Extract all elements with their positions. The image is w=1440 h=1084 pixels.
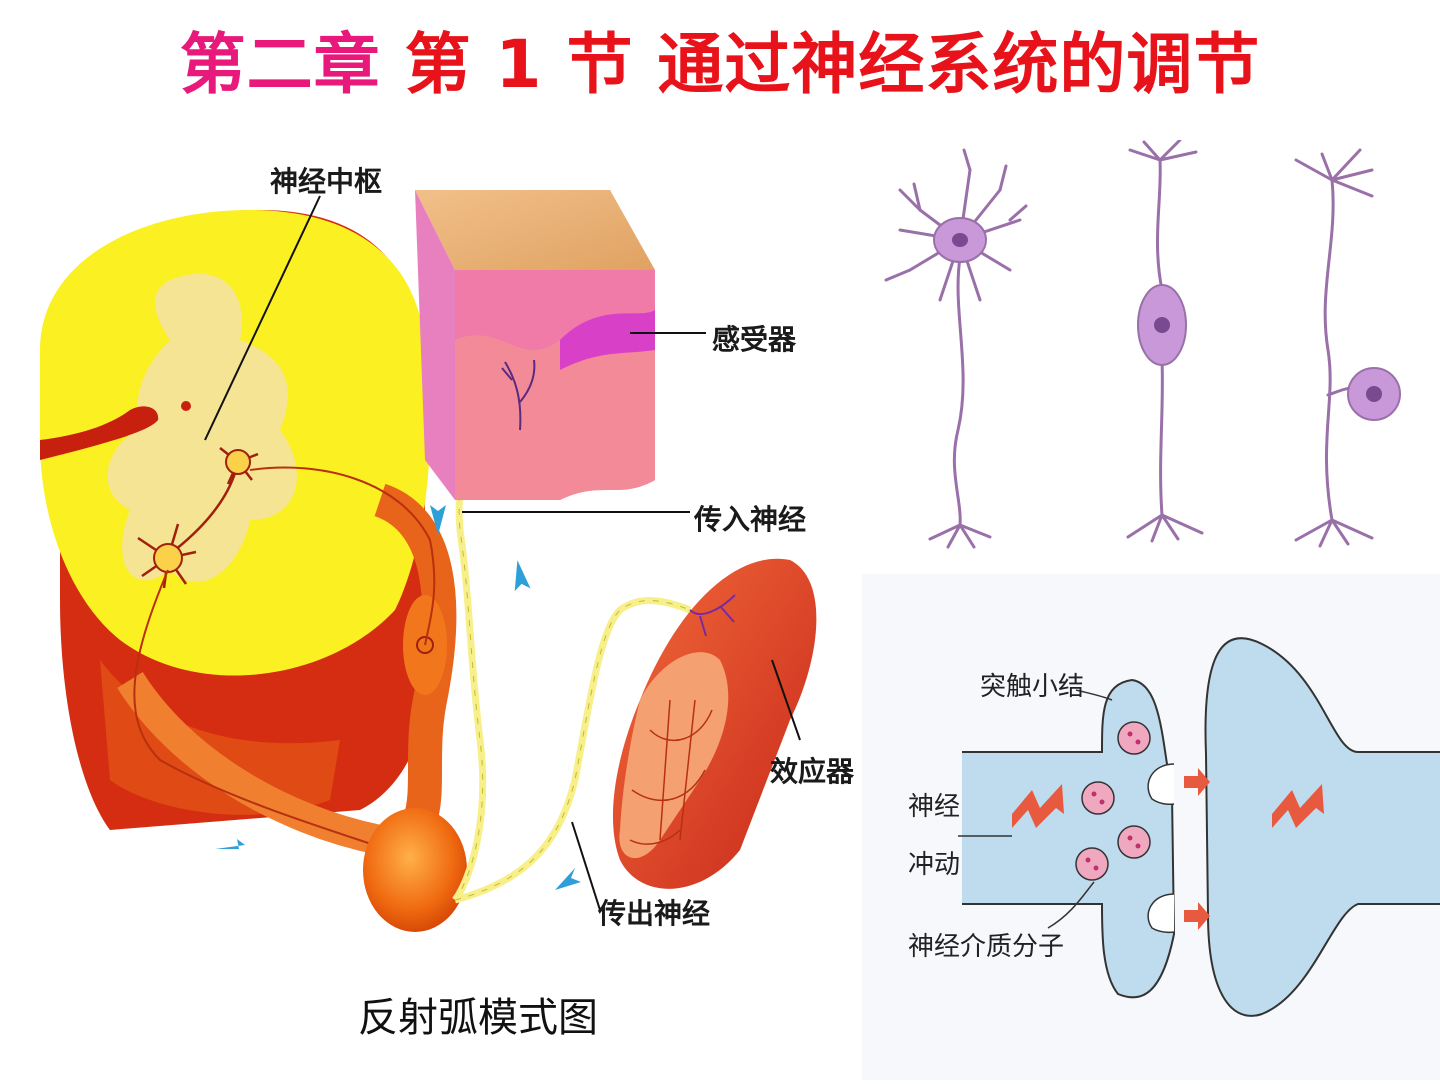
multipolar-neuron — [884, 148, 1028, 549]
synapse-diagram: 突触小结 神经 冲动 神经介质分子 — [862, 574, 1440, 1080]
postsynaptic-membrane — [1205, 638, 1440, 1016]
effector-leader-line — [771, 659, 801, 741]
spinal-cord-section — [40, 195, 431, 830]
label-impulse-line1: 神经 — [908, 792, 961, 822]
spinal-nerve-junction — [363, 808, 467, 932]
skin-block — [415, 190, 706, 500]
unipolar-neuron — [1294, 148, 1374, 548]
knob-leader-line — [1075, 689, 1113, 701]
reflex-arc-caption: 反射弧模式图 — [358, 995, 598, 1041]
bipolar-neuron — [1126, 138, 1204, 543]
reflex-arc-diagram: 神经中枢 感受器 传入神经 效应器 传出神经 — [0, 140, 870, 1080]
label-receptor: 感受器 — [712, 323, 797, 356]
label-afferent-nerve: 传入神经 — [694, 503, 807, 536]
label-nerve-center: 神经中枢 — [270, 165, 383, 198]
label-efferent-nerve: 传出神经 — [598, 897, 711, 930]
nerve-roots — [117, 466, 467, 932]
slide-title: 第二章 第 1 节 通过神经系统的调节 — [0, 22, 1440, 108]
label-effector: 效应器 — [770, 755, 855, 788]
title-section: 第 1 节 通过神经系统的调节 — [404, 26, 1261, 103]
muscle-bundle — [612, 558, 817, 889]
reflex-arc-illustration — [40, 190, 817, 932]
label-synaptic-knob: 突触小结 — [980, 672, 1085, 702]
signal-direction-arrows — [215, 505, 581, 890]
impulse-arrows — [1012, 768, 1324, 930]
label-transmitter: 神经介质分子 — [908, 932, 1065, 962]
transmitter-leader-line — [1047, 881, 1095, 929]
efferent-leader-line — [571, 821, 601, 911]
efferent-nerve — [454, 597, 692, 911]
synaptic-vesicles — [1075, 721, 1151, 881]
label-impulse-line2: 冲动 — [908, 850, 961, 880]
title-chapter: 第二章 — [179, 26, 381, 103]
vesicle-release — [1147, 763, 1175, 934]
presynaptic-knob — [962, 680, 1174, 998]
center-leader-line — [204, 195, 321, 441]
neuron-types-illustration — [862, 138, 1440, 570]
